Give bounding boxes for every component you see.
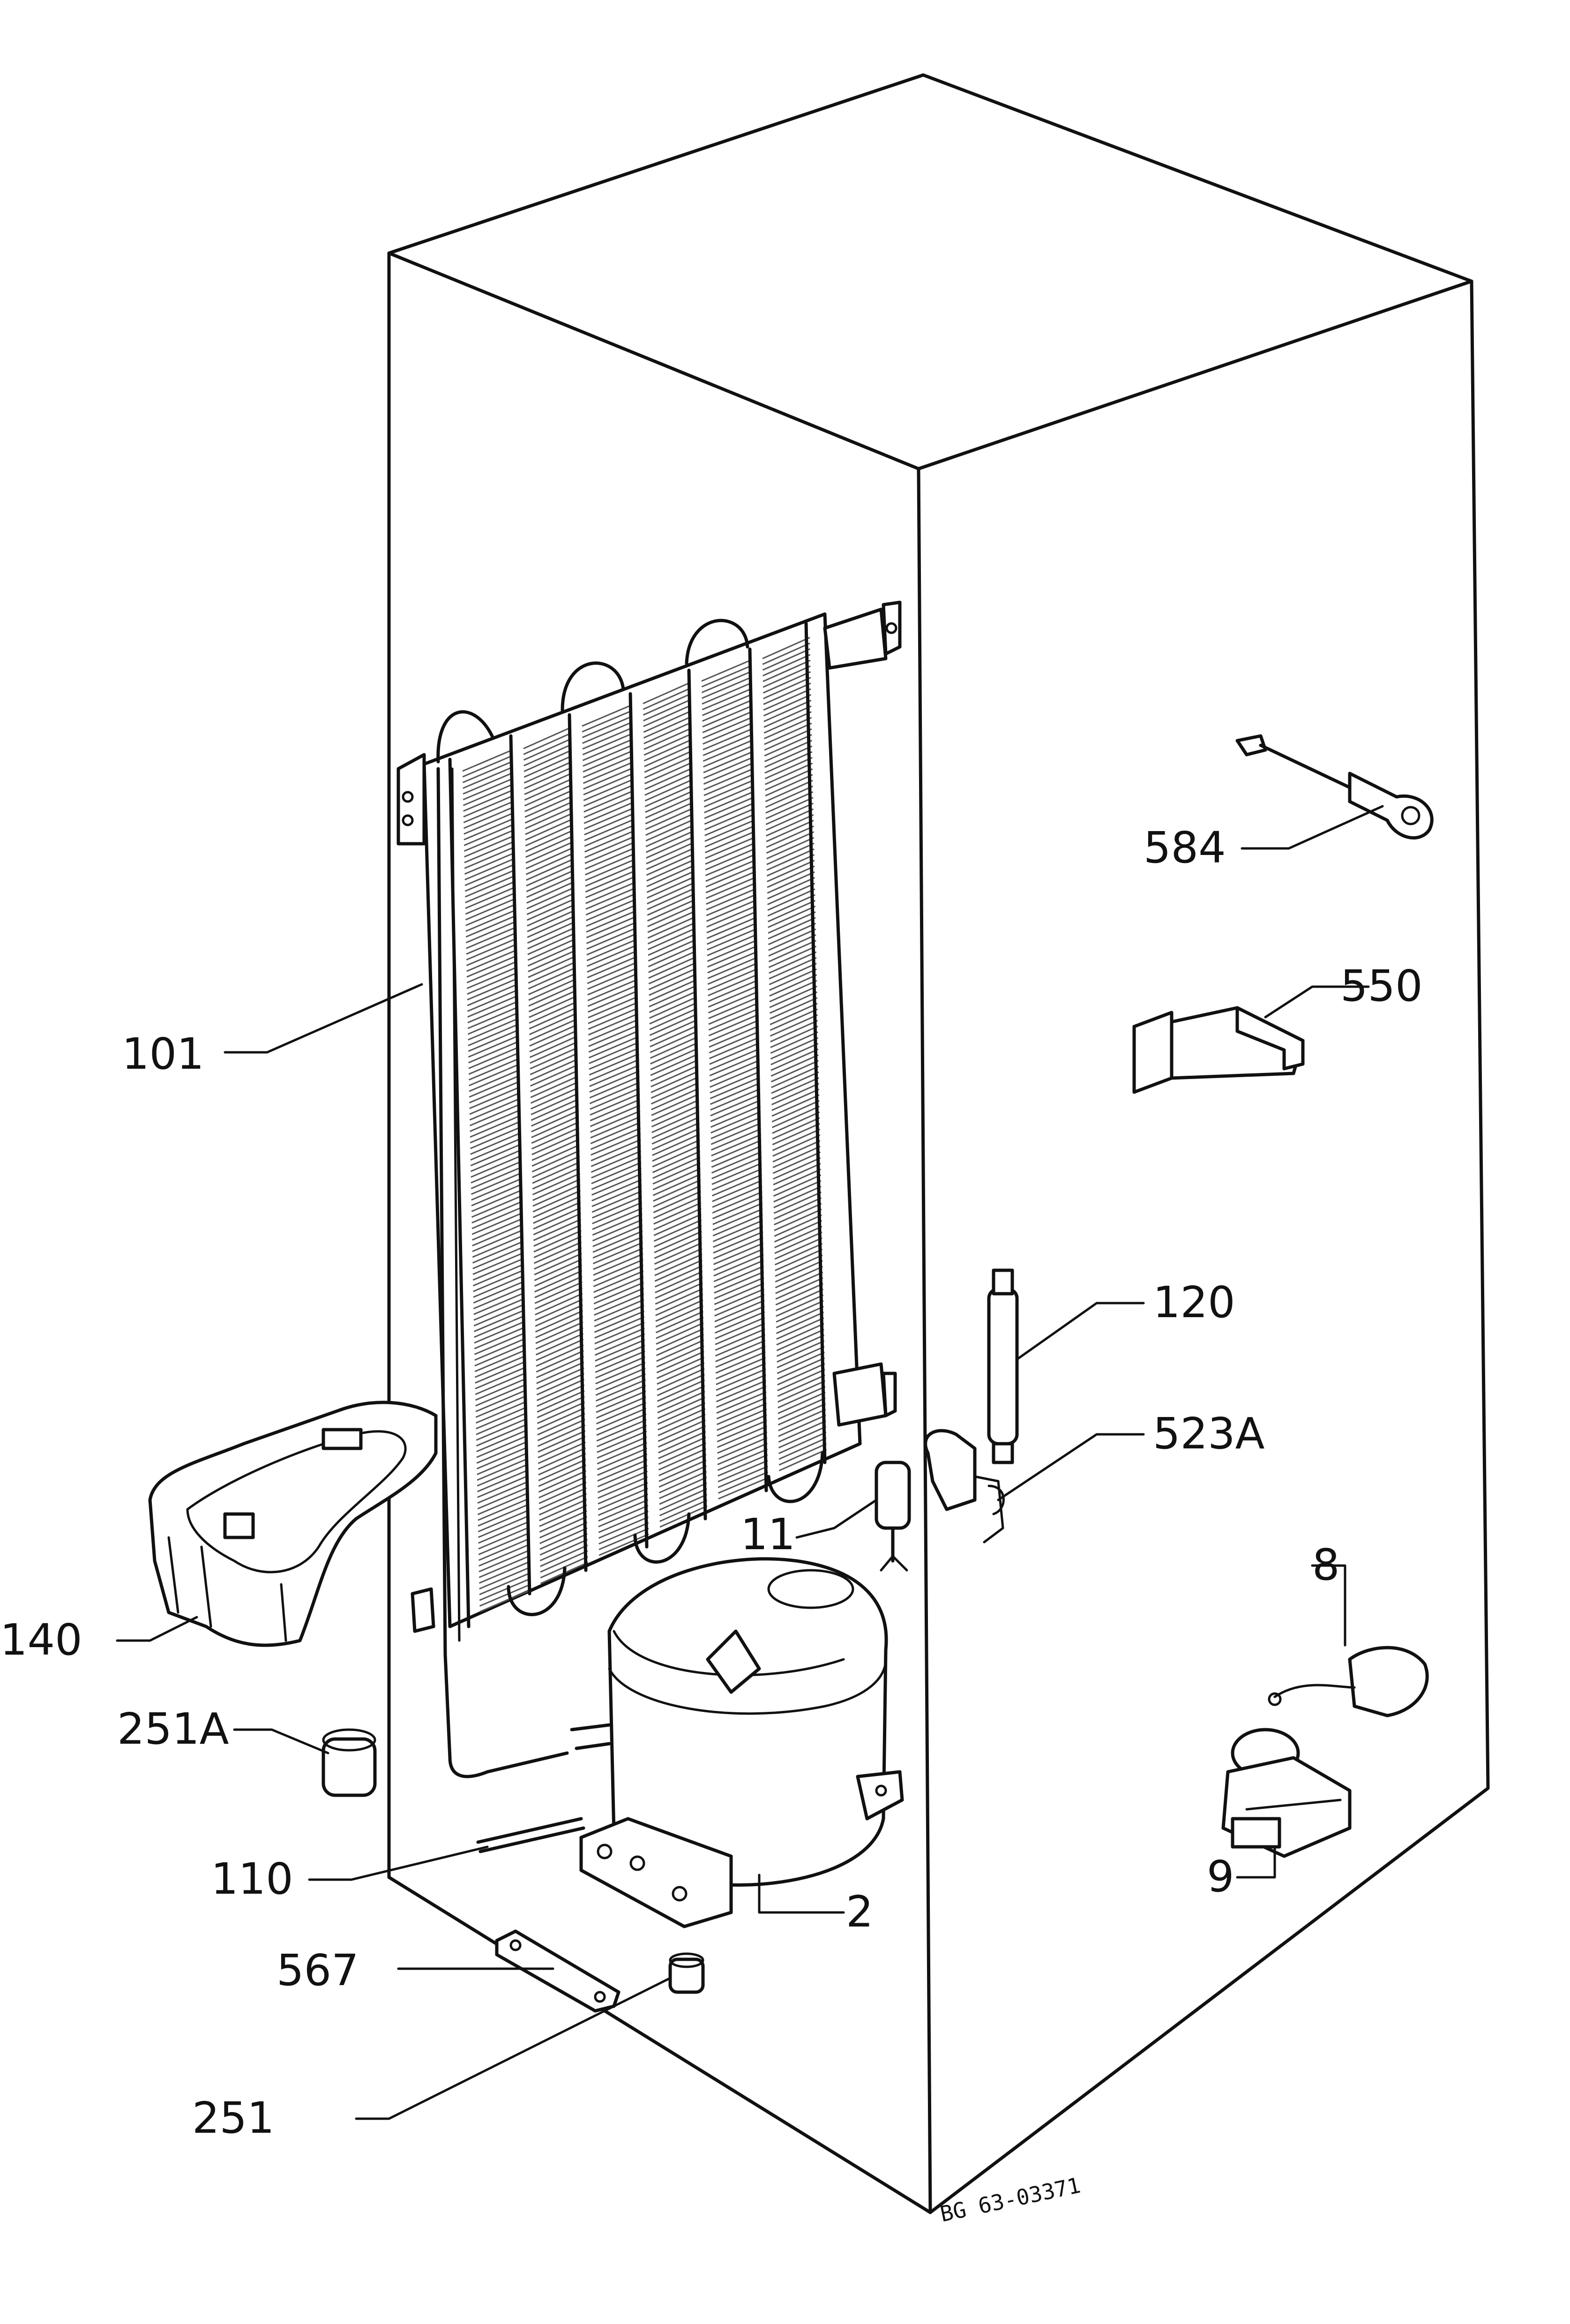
label-101: 101 [122, 1029, 204, 1079]
part-8-protector [1268, 1646, 1429, 1717]
label-567: 567 [277, 1945, 359, 1995]
label-251A: 251A [117, 1704, 229, 1754]
label-2: 2 [846, 1887, 874, 1937]
label-110: 110 [211, 1854, 293, 1904]
condenser-fins [462, 637, 827, 1612]
condenser [396, 600, 902, 1778]
compressor [570, 1557, 904, 1928]
label-584: 584 [1144, 823, 1226, 873]
label-523A: 523A [1153, 1409, 1265, 1459]
leader-lines [116, 805, 1384, 2120]
label-9: 9 [1207, 1852, 1234, 1902]
label-120: 120 [1153, 1277, 1235, 1327]
label-251: 251 [192, 2093, 275, 2143]
part-584-clip [1235, 734, 1434, 840]
label-11: 11 [740, 1509, 795, 1559]
part-120-filter-drier [987, 1268, 1019, 1464]
part-251-grommet [668, 1952, 705, 1994]
part-251A-bushing [321, 1728, 377, 1797]
callout-labels: 584 550 101 120 523A 11 8 140 251A 110 2… [0, 823, 1423, 2227]
label-8: 8 [1312, 1540, 1340, 1590]
label-140: 140 [0, 1615, 82, 1665]
label-550: 550 [1340, 961, 1423, 1011]
part-550-bracket [1132, 1006, 1305, 1094]
part-11-valve [875, 1461, 911, 1572]
drip-tray [148, 1401, 438, 1647]
part-9-relay [1221, 1728, 1352, 1858]
part-110-tube [476, 1817, 585, 1853]
part-523A-holder [924, 1429, 1005, 1544]
